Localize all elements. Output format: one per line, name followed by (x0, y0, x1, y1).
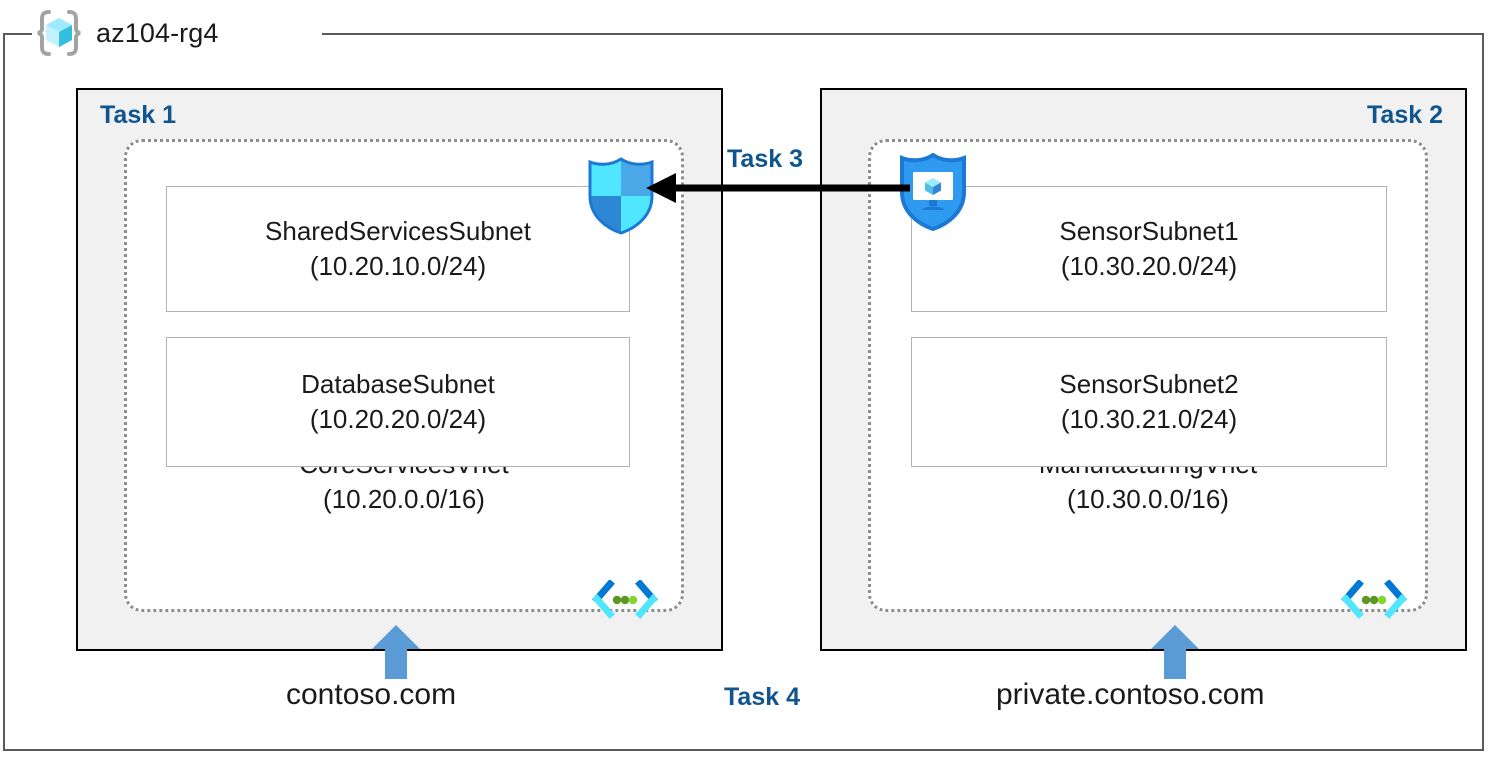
subnet-sensor2: SensorSubnet2 (10.30.21.0/24) (911, 337, 1387, 467)
resource-group-header: az104-rg4 (32, 0, 322, 66)
up-arrow-icon (372, 625, 420, 679)
vnet-brackets-icon (592, 580, 658, 619)
dns-zone-contoso-label: contoso.com (286, 678, 457, 711)
subnet-sharedservices-cidr: (10.20.10.0/24) (309, 251, 487, 281)
task3-label: Task 3 (723, 145, 807, 174)
resource-group-container (3, 33, 1484, 751)
task3-connector-arrow (646, 173, 910, 203)
subnet-sharedservices: SharedServicesSubnet (10.20.10.0/24) (166, 186, 630, 312)
subnet-database: DatabaseSubnet (10.20.20.0/24) (166, 337, 630, 467)
vnet-brackets-icon (1341, 580, 1407, 619)
dns-zone-private-contoso-label: private.contoso.com (996, 678, 1265, 711)
subnet-sensor1-name: SensorSubnet1 (1059, 216, 1239, 247)
subnet-sensor2-name: SensorSubnet2 (1059, 369, 1239, 400)
subnet-sensor1: SensorSubnet1 (10.30.20.0/24) (911, 186, 1387, 312)
up-arrow-icon (1151, 625, 1199, 679)
vnet-coreservices-cidr: (10.20.0.0/16) (323, 483, 485, 514)
subnet-database-cidr: (10.20.20.0/24) (309, 404, 487, 434)
subnet-database-name: DatabaseSubnet (301, 369, 495, 400)
task4-label: Task 4 (724, 683, 800, 711)
resource-group-name: az104-rg4 (96, 17, 219, 48)
subnet-sensor1-cidr: (10.30.20.0/24) (1060, 251, 1238, 281)
subnet-sensor2-cidr: (10.30.21.0/24) (1060, 404, 1238, 434)
task2-label: Task 2 (1367, 101, 1443, 129)
task1-label: Task 1 (100, 101, 176, 129)
subnet-sharedservices-name: SharedServicesSubnet (265, 216, 531, 247)
vnet-manufacturing-cidr: (10.30.0.0/16) (1067, 483, 1229, 514)
vm-shield-icon (900, 152, 966, 232)
resource-group-cube-icon (37, 10, 81, 56)
nsg-shield-icon (588, 157, 654, 235)
